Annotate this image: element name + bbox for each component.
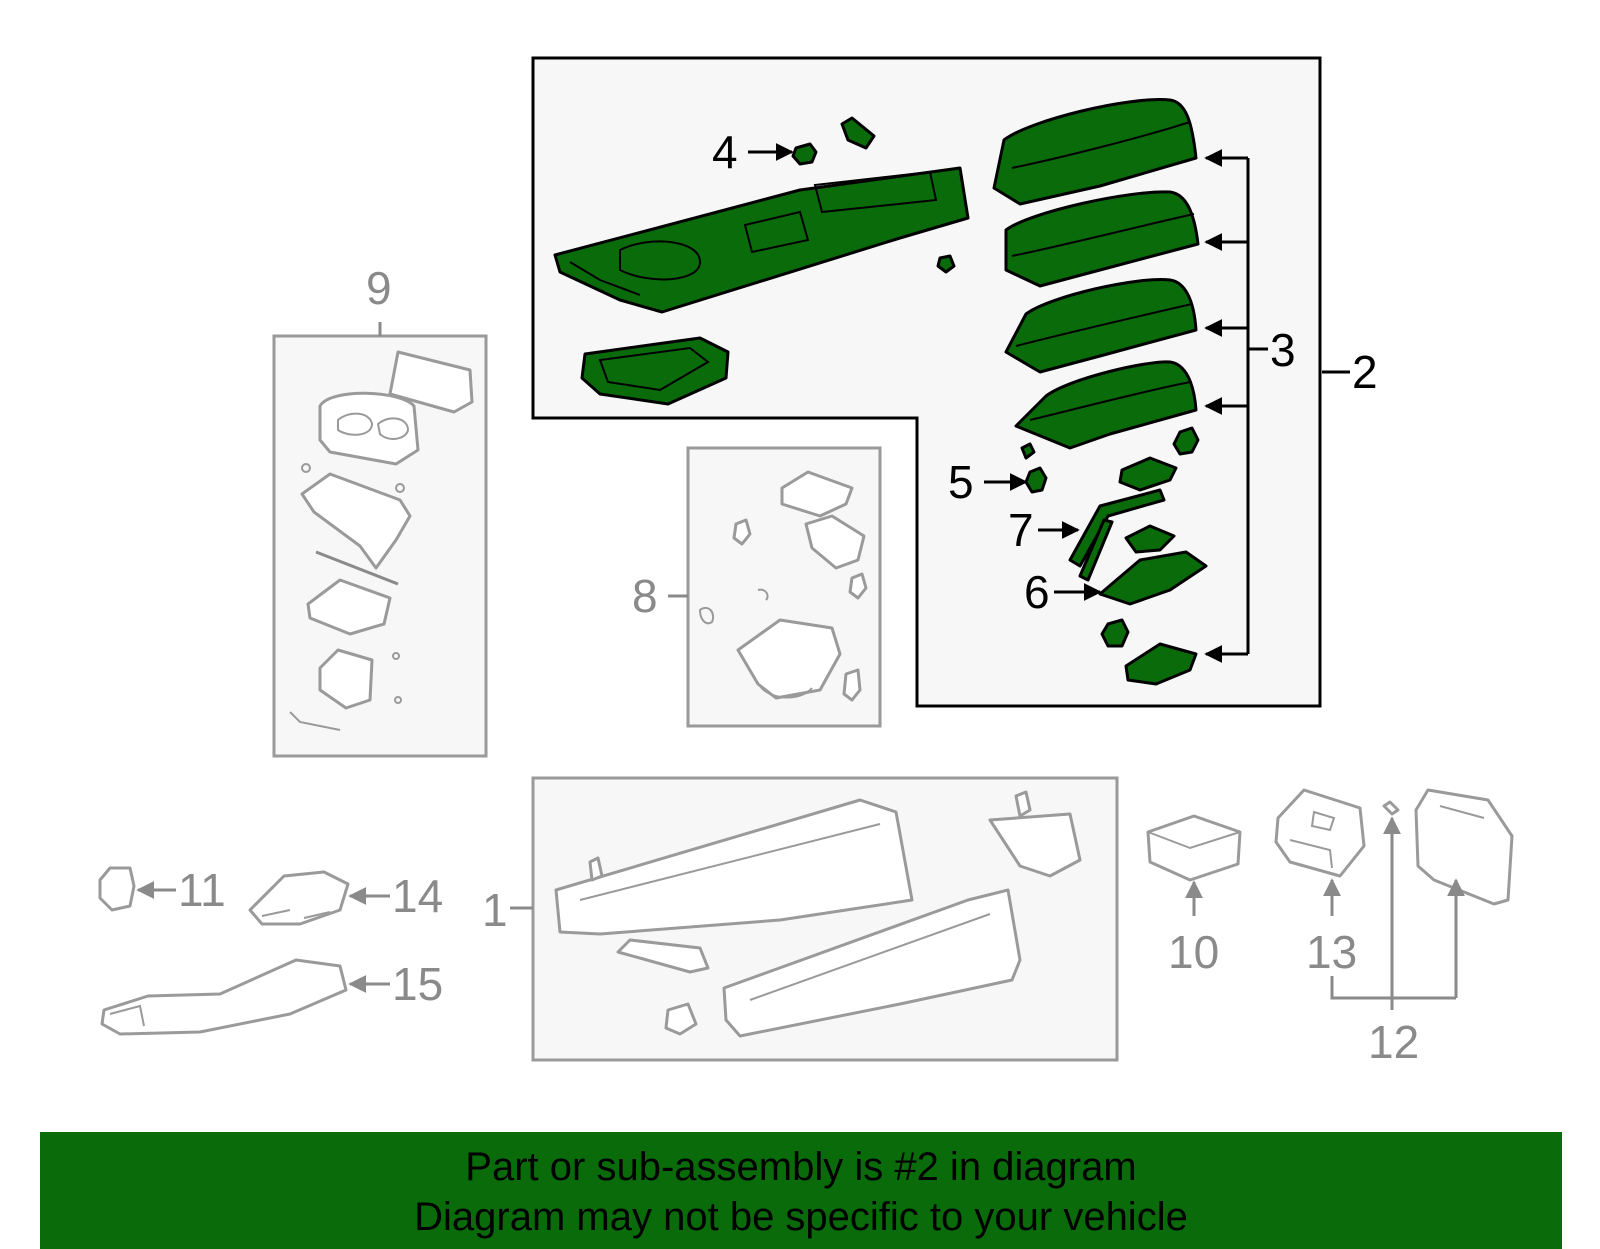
screw-small bbox=[936, 254, 956, 274]
console-upper-panel bbox=[553, 166, 970, 314]
latch-cover bbox=[1118, 456, 1178, 492]
shifter-bezel-parts bbox=[698, 470, 868, 702]
callout-14: 14 bbox=[392, 870, 443, 922]
hinge-rod-7 bbox=[1068, 488, 1166, 582]
callout-6: 6 bbox=[1024, 566, 1050, 618]
console-tray bbox=[580, 336, 730, 406]
coin-tray-10 bbox=[1146, 814, 1242, 882]
duct-14 bbox=[248, 870, 350, 926]
armrest-lid-1 bbox=[992, 98, 1198, 206]
callout-5: 5 bbox=[948, 456, 974, 508]
callout-11: 11 bbox=[178, 864, 226, 916]
duct-15 bbox=[100, 958, 348, 1036]
small-bracket bbox=[840, 116, 876, 150]
accessory-socket-13 bbox=[1274, 788, 1366, 878]
callout-4: 4 bbox=[712, 126, 738, 178]
bolt-lower bbox=[1100, 618, 1130, 648]
clip-part-4 bbox=[791, 142, 818, 166]
callout-2: 2 bbox=[1352, 346, 1378, 398]
callout-12: 12 bbox=[1368, 1016, 1419, 1068]
callout-7: 7 bbox=[1008, 504, 1034, 556]
armrest-lid-2 bbox=[1004, 190, 1200, 288]
hinge-bracket-6 bbox=[1098, 524, 1208, 606]
footer-line-1: Part or sub-assembly is #2 in diagram bbox=[465, 1145, 1137, 1189]
armrest-lid-4 bbox=[1014, 360, 1198, 450]
callout-10: 10 bbox=[1168, 926, 1219, 978]
footer-banner: Part or sub-assembly is #2 in diagram Di… bbox=[40, 1132, 1562, 1249]
callout-3: 3 bbox=[1270, 324, 1296, 376]
armrest-lid-3 bbox=[1004, 277, 1198, 374]
footer-line-2: Diagram may not be specific to your vehi… bbox=[414, 1195, 1188, 1239]
callout-1: 1 bbox=[482, 884, 508, 936]
callout-15: 15 bbox=[392, 958, 443, 1010]
pin-small bbox=[1020, 442, 1036, 460]
callout-13: 13 bbox=[1306, 926, 1357, 978]
callout-9: 9 bbox=[366, 262, 392, 314]
trim-panel-12 bbox=[1382, 788, 1514, 906]
fastener-5 bbox=[1024, 466, 1048, 494]
base-plate bbox=[1124, 642, 1198, 686]
callout-8: 8 bbox=[632, 570, 658, 622]
bolt-right bbox=[1172, 426, 1200, 456]
cup-holder-parts bbox=[289, 350, 474, 731]
switch-11 bbox=[98, 866, 136, 912]
console-box-base bbox=[554, 790, 1082, 1038]
